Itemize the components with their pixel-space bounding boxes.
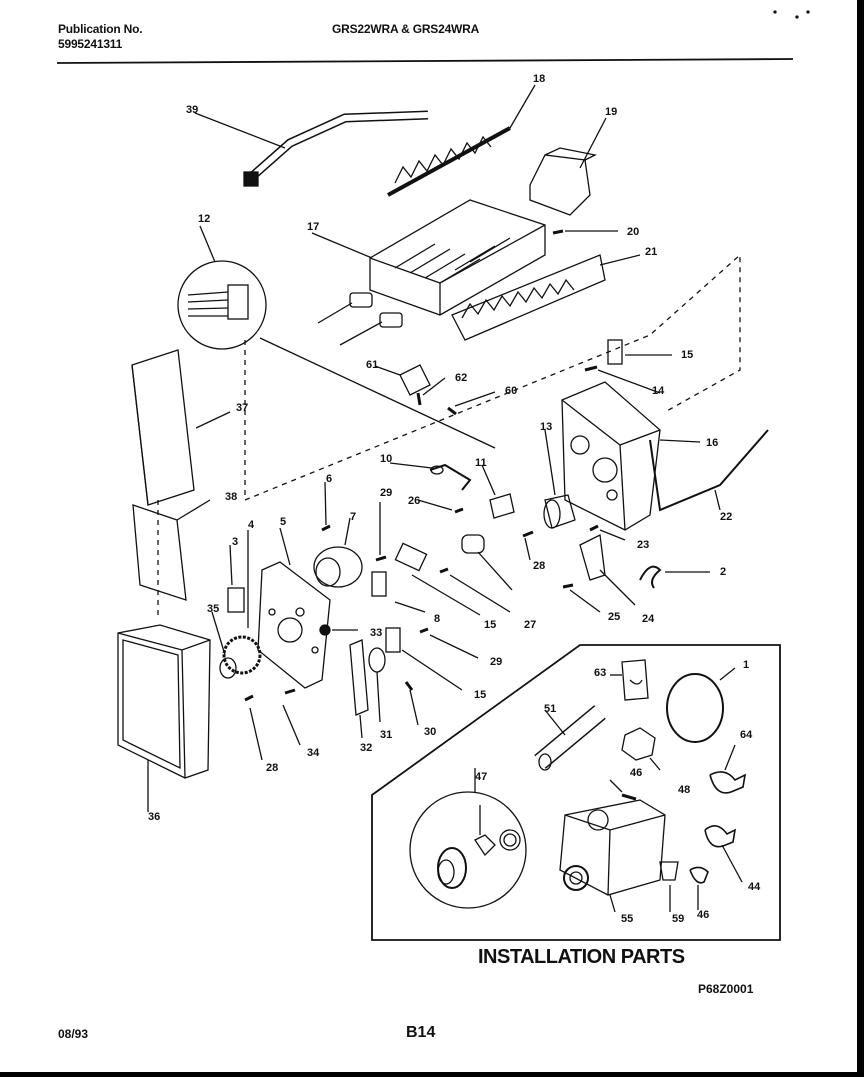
part-callout: 48 <box>678 784 690 796</box>
part-callout: 3 <box>232 536 238 548</box>
part-callout: 62 <box>455 372 467 384</box>
timing-gear <box>222 635 262 675</box>
part-callout: 2 <box>720 566 726 578</box>
ice-maker-cover <box>529 154 591 216</box>
part-callout: 7 <box>350 511 356 523</box>
water-line-coil <box>666 673 724 743</box>
part-callout: 46 <box>630 767 642 779</box>
part-callout: 19 <box>605 106 617 118</box>
part-callout: 46 <box>697 909 709 921</box>
part-callout: 30 <box>424 726 436 738</box>
part-callout: 60 <box>505 385 517 397</box>
motor <box>313 546 363 588</box>
part-callout: 47 <box>475 771 487 783</box>
part-callout: 8 <box>434 613 440 625</box>
installation-parts-title: INSTALLATION PARTS <box>478 946 685 968</box>
part-callout: 23 <box>637 539 649 551</box>
part-callout: 59 <box>672 913 684 925</box>
part-callout: 15 <box>681 349 693 361</box>
part-callout: 34 <box>307 747 320 759</box>
manual-booklet <box>131 349 195 506</box>
part-callout: 6 <box>326 473 332 485</box>
compression-nut <box>621 727 656 761</box>
part-callout: 14 <box>652 385 665 397</box>
part-callout: 20 <box>627 226 639 238</box>
publication-number: 5995241311 <box>58 37 123 51</box>
part-callout: 36 <box>148 811 160 823</box>
part-callout: 29 <box>490 656 502 668</box>
part-callout: 12 <box>198 213 210 225</box>
valve-inlet-detail <box>409 791 527 909</box>
instruction-card <box>132 504 187 601</box>
part-callout: 55 <box>621 913 633 925</box>
part-callout: 22 <box>720 511 732 523</box>
part-callout: 61 <box>366 359 378 371</box>
part-callout: 24 <box>642 613 655 625</box>
control-housing <box>561 381 661 531</box>
part-callout: 27 <box>524 619 536 631</box>
part-callout: 33 <box>370 627 382 639</box>
part-callout: 13 <box>540 421 552 433</box>
drawing-reference: P68Z0001 <box>698 982 754 996</box>
part-callout: 44 <box>748 881 761 893</box>
part-callout: 10 <box>380 453 392 465</box>
part-callout: 31 <box>380 729 392 741</box>
part-callout: 37 <box>236 402 248 414</box>
part-callout: 29 <box>380 487 392 499</box>
stripper <box>451 254 606 341</box>
part-callout: 16 <box>706 437 718 449</box>
part-callout: 64 <box>740 729 753 741</box>
part-callout: 15 <box>474 689 486 701</box>
part-callout: 32 <box>360 742 372 754</box>
part-callout: 63 <box>594 667 606 679</box>
part-callout: 38 <box>225 491 237 503</box>
part-callout: 1 <box>743 659 749 671</box>
part-callout: 21 <box>645 246 657 258</box>
part-callout: 35 <box>207 603 219 615</box>
feeler-arm <box>649 429 769 512</box>
page-number: B14 <box>406 1024 436 1041</box>
part-callout: 18 <box>533 73 545 85</box>
mounting-plate <box>257 561 331 689</box>
part-callout: 5 <box>280 516 286 528</box>
part-callout: 28 <box>533 560 545 572</box>
part-callout: 15 <box>484 619 496 631</box>
part-callout: 26 <box>408 495 420 507</box>
publication-label: Publication No. <box>58 22 143 36</box>
part-callout: 51 <box>544 703 556 715</box>
part-callout: 39 <box>186 104 198 116</box>
publication-date: 08/93 <box>58 1027 89 1041</box>
part-callout: 11 <box>475 457 487 469</box>
model-numbers: GRS22WRA & GRS24WRA <box>332 22 480 36</box>
header-rule <box>56 58 794 64</box>
accessory-box <box>117 624 211 779</box>
ice-mold <box>369 199 546 316</box>
water-valve <box>559 799 666 896</box>
wiring-harness-detail <box>177 260 267 350</box>
installation-parts-box <box>371 644 781 941</box>
part-callout: 28 <box>266 762 278 774</box>
part-callout: 25 <box>608 611 620 623</box>
part-callout: 4 <box>248 519 255 531</box>
part-callout: 17 <box>307 221 319 233</box>
